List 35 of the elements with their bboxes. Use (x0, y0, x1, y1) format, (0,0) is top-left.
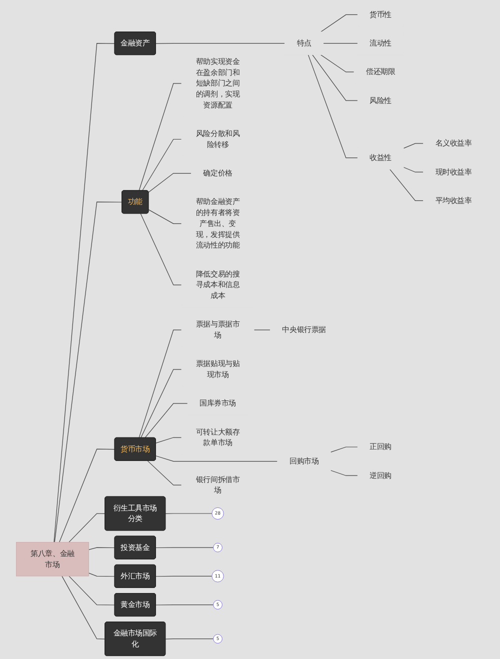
connector (148, 173, 192, 193)
connector (140, 369, 182, 438)
connector (156, 576, 212, 577)
connector (403, 143, 424, 149)
connector (156, 604, 214, 606)
connector (54, 43, 116, 543)
connector (165, 638, 214, 640)
connector (59, 448, 116, 543)
connector (88, 572, 116, 577)
connector (323, 43, 358, 44)
connector (156, 456, 278, 462)
connector (138, 83, 182, 191)
connector (312, 54, 358, 101)
connector (320, 14, 358, 32)
connector (144, 403, 188, 438)
connector (156, 547, 214, 548)
connector (403, 166, 424, 172)
connector (88, 547, 116, 550)
connector (330, 470, 358, 476)
connector (330, 446, 358, 453)
connector (156, 437, 182, 444)
connector (320, 54, 354, 72)
connector (147, 460, 182, 486)
connector (62, 576, 106, 640)
connector (138, 330, 182, 438)
connector (140, 213, 182, 286)
connector (165, 513, 212, 514)
connector (68, 576, 116, 606)
connector (156, 43, 285, 44)
connector (54, 202, 122, 543)
connector (68, 513, 106, 543)
connector (148, 209, 182, 224)
connector (390, 168, 424, 202)
connector (308, 54, 358, 158)
connector (142, 138, 182, 191)
